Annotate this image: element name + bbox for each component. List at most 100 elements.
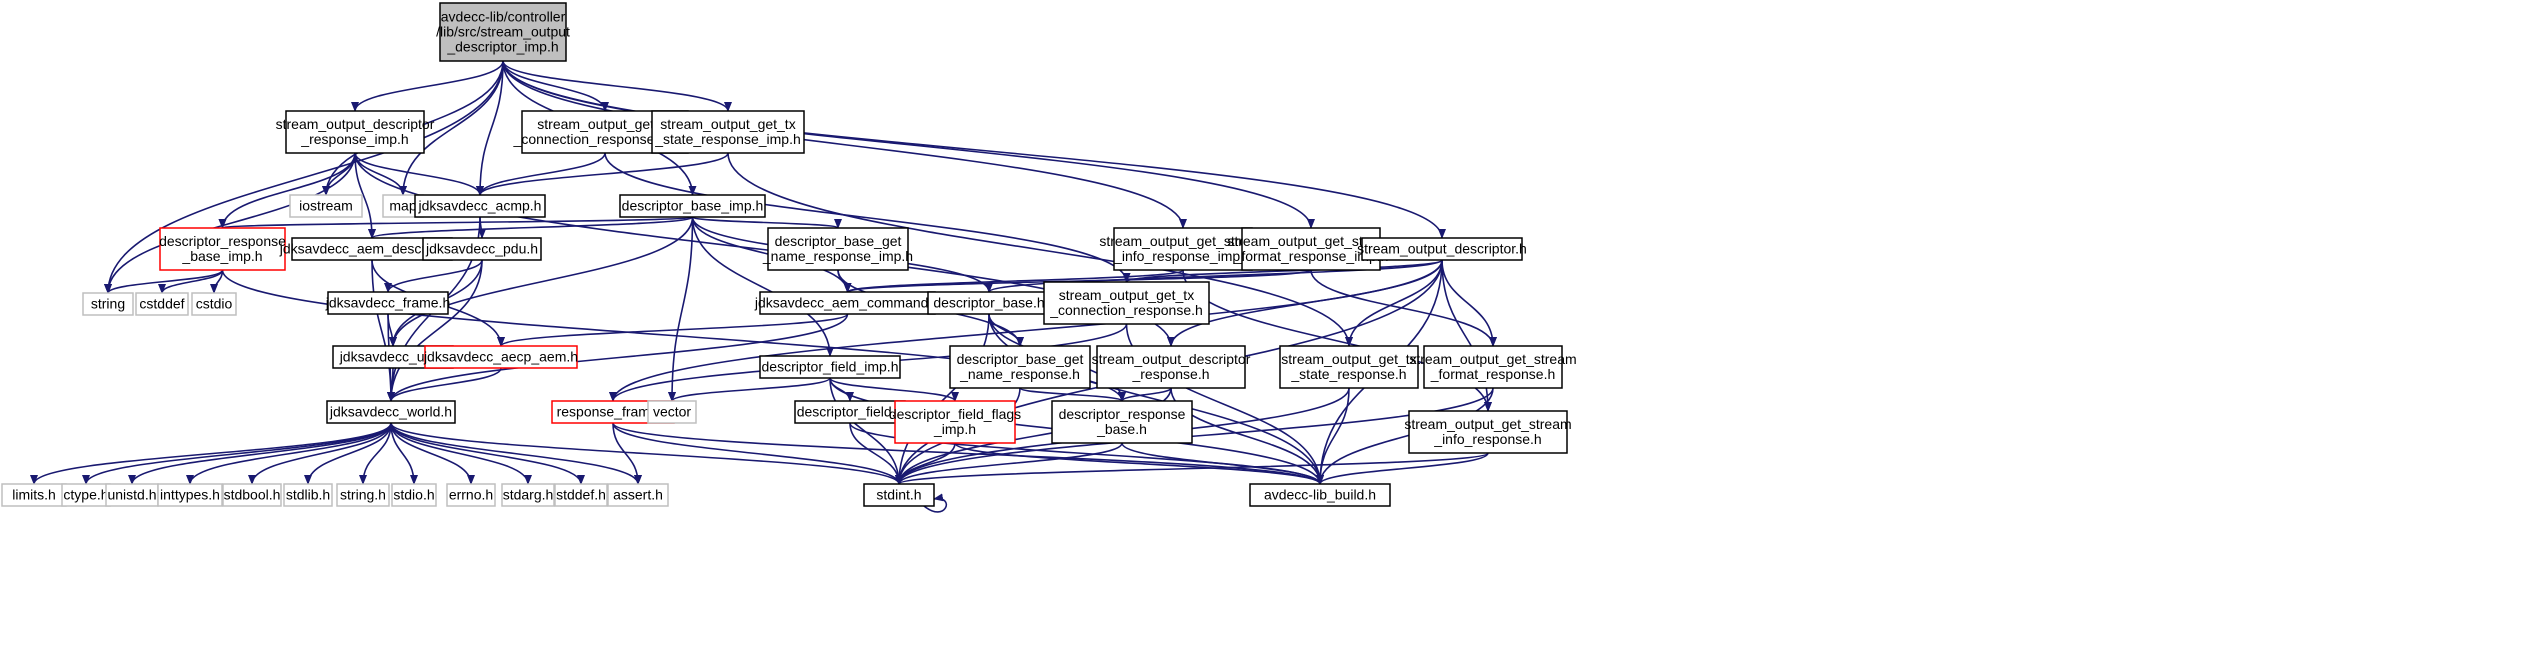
edge-so_desc_resp-to-desc_resp_base	[1118, 387, 1172, 402]
node-desc_field_flags_imp[interactable]: descriptor_field_flags_imp.h	[889, 400, 1021, 444]
node-box	[863, 483, 935, 507]
node-so_desc_resp[interactable]: stream_output_descriptor_response.h	[1092, 345, 1251, 389]
node-label: jdksavdecc_aem_command.h	[754, 295, 940, 311]
node-label: _connection_response.h	[1049, 302, 1203, 318]
node-stdbool[interactable]: stdbool.h	[222, 483, 282, 507]
edge-so_get_stream_format_resp-to-build	[1316, 387, 1494, 485]
node-assert[interactable]: assert.h	[607, 483, 669, 507]
edge-root-to-acmp	[476, 60, 504, 196]
node-acmp[interactable]: jdksavdecc_acmp.h	[414, 194, 546, 218]
edge-so_desc-to-so_get_tx_state_resp	[1345, 259, 1443, 347]
edge-desc_resp_base_imp-to-string	[104, 269, 224, 294]
node-string_h[interactable]: string.h	[336, 483, 390, 507]
node-label: vector	[653, 404, 691, 420]
node-so_get_tx_conn_resp[interactable]: stream_output_get_tx_connection_response…	[1043, 281, 1210, 325]
node-label: stream_output_get_stream	[1099, 233, 1266, 249]
node-limits[interactable]: limits.h	[1, 483, 67, 507]
edge-so_get_stream_info_resp-to-build	[1316, 452, 1489, 485]
node-iostream[interactable]: iostream	[289, 194, 363, 218]
node-so_desc[interactable]: stream_output_descriptor.h	[1357, 237, 1527, 261]
node-unistd[interactable]: unistd.h	[105, 483, 159, 507]
node-label: _state_response.h	[1290, 366, 1406, 382]
edge-so_desc-to-so_get_tx_conn_resp	[1122, 259, 1443, 283]
node-label: stdint.h	[876, 487, 921, 503]
node-so_get_tx_state_resp_imp[interactable]: stream_output_get_tx_state_response_imp.…	[651, 110, 805, 154]
node-aem_command[interactable]: jdksavdecc_aem_command.h	[754, 291, 940, 315]
node-pdu[interactable]: jdksavdecc_pdu.h	[422, 237, 542, 261]
edge-pdu-to-world	[387, 259, 483, 402]
node-label: iostream	[299, 198, 353, 214]
node-so_get_stream_info_resp_imp[interactable]: stream_output_get_stream_info_response_i…	[1099, 227, 1267, 271]
node-label: cstdio	[196, 296, 233, 312]
node-ctype[interactable]: ctype.h	[61, 483, 111, 507]
edge-so_desc_resp_imp-to-acmp	[354, 152, 484, 196]
node-label: descriptor_base_get	[775, 233, 902, 249]
edge-desc_base_imp-to-desc_field_imp	[691, 216, 834, 357]
node-so_get_stream_format_resp[interactable]: stream_output_get_stream_format_response…	[1409, 345, 1577, 389]
node-so_get_stream_info_resp[interactable]: stream_output_get_stream_info_response.h	[1404, 410, 1572, 454]
node-desc_base_imp[interactable]: descriptor_base_imp.h	[619, 194, 766, 218]
node-so_get_stream_format_resp_imp[interactable]: stream_output_get_stream_format_response…	[1227, 227, 1395, 271]
node-desc_resp_base_imp[interactable]: descriptor_response_base_imp.h	[159, 227, 286, 271]
node-cstddef[interactable]: cstddef	[135, 292, 189, 316]
node-util[interactable]: jdksavdecc_util.h	[332, 345, 454, 369]
edge-so_desc-to-response_frame	[609, 259, 1443, 402]
node-stddef[interactable]: stddef.h	[554, 483, 608, 507]
edge-so_desc-to-so_get_stream_format_resp	[1441, 259, 1497, 347]
node-build[interactable]: avdecc-lib_build.h	[1249, 483, 1391, 507]
node-string[interactable]: string	[82, 292, 134, 316]
node-label: stdio.h	[393, 487, 434, 503]
edge-desc_base-to-stdint	[895, 313, 990, 485]
edge-desc_resp_base-to-stdint	[895, 442, 1123, 485]
edge-root-to-so_desc	[502, 60, 1446, 239]
edge-root-to-so_get_stream_info_resp_imp	[502, 60, 1187, 229]
node-aecp_aem[interactable]: jdksavdecc_aecp_aem.h	[423, 345, 578, 369]
node-stdarg[interactable]: stdarg.h	[501, 483, 555, 507]
node-label: assert.h	[613, 487, 663, 503]
node-box	[1279, 345, 1419, 389]
edge-so_get_tx_state_resp-to-build	[1316, 387, 1350, 485]
node-box	[289, 194, 363, 218]
edge-world-to-stdbool	[248, 422, 392, 485]
node-stdint[interactable]: stdint.h	[863, 483, 935, 507]
node-label: _response_imp.h	[300, 131, 408, 147]
node-inttypes[interactable]: inttypes.h	[157, 483, 223, 507]
edge-world-to-stdio	[390, 422, 418, 485]
node-so_desc_resp_imp[interactable]: stream_output_descriptor_response_imp.h	[276, 110, 435, 154]
node-desc_base_get_name_resp[interactable]: descriptor_base_get_name_response.h	[949, 345, 1091, 389]
node-box	[1249, 483, 1391, 507]
node-root[interactable]: avdecc-lib/controller/lib/src/stream_out…	[436, 2, 570, 62]
node-vector[interactable]: vector	[647, 400, 697, 424]
edge-desc_resp_base-to-build	[1121, 442, 1324, 485]
edge-response_frame-to-assert	[612, 422, 642, 485]
node-cstdio[interactable]: cstdio	[191, 292, 237, 316]
node-box	[1113, 227, 1253, 271]
node-box	[1043, 281, 1210, 325]
node-world[interactable]: jdksavdecc_world.h	[326, 400, 456, 424]
node-response_frame[interactable]: response_frame.h	[551, 400, 675, 424]
node-desc_resp_base[interactable]: descriptor_response_base.h	[1051, 400, 1193, 444]
node-desc_base_get_name_resp_imp[interactable]: descriptor_base_get_name_response_imp.h	[762, 227, 913, 271]
edge-desc_field-to-stdint	[849, 422, 903, 485]
node-label: stream_output_get_tx	[1281, 351, 1416, 367]
node-label: string.h	[340, 487, 386, 503]
node-label: descriptor_field.h	[797, 404, 904, 420]
node-label: descriptor_base_imp.h	[622, 198, 764, 214]
node-desc_field[interactable]: descriptor_field.h	[794, 400, 906, 424]
node-map[interactable]: map	[382, 194, 424, 218]
node-errno[interactable]: errno.h	[446, 483, 496, 507]
edge-pdu-to-frame	[384, 259, 483, 293]
node-label: descriptor_response	[1059, 406, 1186, 422]
edge-response_frame-to-build	[612, 422, 1324, 485]
node-desc_field_imp[interactable]: descriptor_field_imp.h	[759, 355, 901, 379]
node-stdio[interactable]: stdio.h	[391, 483, 437, 507]
node-desc_base[interactable]: descriptor_base.h	[927, 291, 1051, 315]
node-label: _info_response_imp.h	[1113, 248, 1252, 264]
node-label: string	[91, 296, 125, 312]
node-frame[interactable]: jdksavdecc_frame.h	[325, 291, 451, 315]
node-so_get_tx_state_resp[interactable]: stream_output_get_tx_state_response.h	[1279, 345, 1419, 389]
node-label: errno.h	[449, 487, 493, 503]
node-stdlib[interactable]: stdlib.h	[283, 483, 333, 507]
node-label: _state_response_imp.h	[654, 131, 801, 147]
node-box	[607, 483, 669, 507]
